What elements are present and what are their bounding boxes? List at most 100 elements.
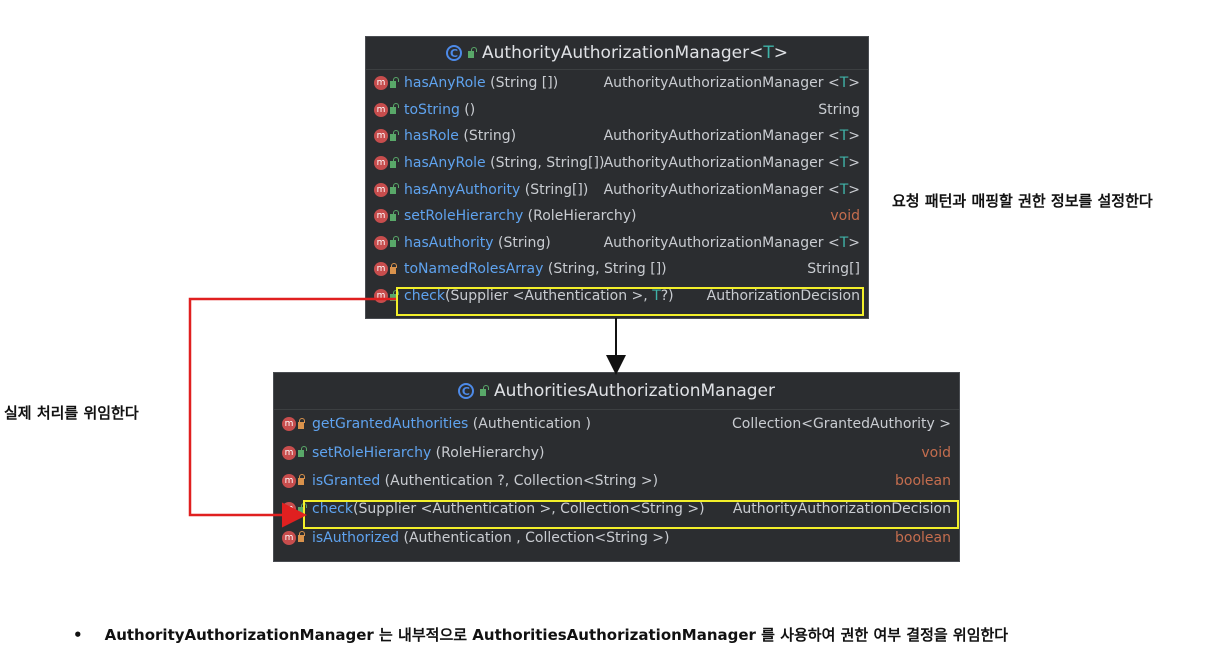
method-icon: m [374,289,388,304]
top-method-list: m hasAnyRole (String []) AuthorityAuthoriz… [366,70,868,283]
method-params: (String, String []) [543,261,667,278]
method-return: AuthorityAuthorizationDecision [732,501,951,518]
method-return: AuthorityAuthorizationManager <T> [603,155,860,172]
method-params: (String[]) [520,181,589,198]
method-name: getGrantedAuthorities [312,416,469,433]
method-name: hasRole [404,128,459,145]
public-lock-icon [390,183,399,195]
class-icon: C [446,45,463,61]
method-params: (Authentication , Collection<String >) [399,529,670,546]
method-icon: m [374,129,388,144]
left-note: 실제 처리를 위임한다 [4,404,139,422]
top-class-name: AuthorityAuthorizationManager [482,43,750,63]
public-lock-icon [390,76,399,88]
method-icon: m [374,156,388,171]
method-return: boolean [895,472,951,489]
bottom-class-panel: C AuthoritiesAuthorizationManager m getGr… [273,372,960,562]
method-return: AuthorityAuthorizationManager <T> [603,181,860,198]
top-method-row[interactable]: m toString () String [366,97,868,124]
method-params: (RoleHierarchy) [523,208,637,225]
public-lock-icon [468,46,478,58]
method-name: setRoleHierarchy [404,208,524,225]
method-icon: m [282,417,296,432]
bottom-class-name: AuthoritiesAuthorizationManager [493,381,776,401]
method-name: check [404,288,445,305]
method-params: (RoleHierarchy) [431,444,545,461]
method-icon: m [282,473,296,488]
bottom-summary-text: AuthorityAuthorizationManager 는 내부적으로 Au… [104,626,1009,644]
method-params-end: ?) [660,288,674,305]
bullet-icon: • [73,625,83,644]
public-lock-icon [479,384,489,396]
method-name: hasAnyAuthority [404,181,521,198]
public-lock-icon [298,446,307,458]
method-params: (Supplier <Authentication >, Collection<… [353,501,705,518]
method-name: toNamedRolesArray [404,261,544,278]
bottom-method-row[interactable]: m setRoleHierarchy (RoleHierarchy) void [274,438,959,466]
bottom-method-list: m getGrantedAuthorities (Authentication )… [274,410,959,552]
bottom-method-row[interactable]: m getGrantedAuthorities (Authentication )… [274,410,959,438]
public-lock-icon [390,236,399,248]
top-method-row[interactable]: m hasAnyAuthority (String[]) AuthorityAuth… [366,176,868,203]
method-name: hasAuthority [404,234,494,251]
bottom-method-row[interactable]: m isGranted (Authentication ?, Collection… [274,467,959,495]
method-params: (Supplier <Authentication >, [445,288,653,305]
method-icon: m [282,530,296,545]
private-lock-icon [298,474,305,486]
method-type-param: T [652,288,661,305]
method-return: Collection<GrantedAuthority > [731,416,951,433]
method-name: isAuthorized [312,529,400,546]
bottom-class-header: C AuthoritiesAuthorizationManager [274,373,959,410]
method-icon: m [374,209,388,224]
method-name: isGranted [312,472,381,489]
class-icon: C [457,383,474,399]
top-check-row[interactable]: m check(Supplier <Authentication >, T?) … [366,283,868,310]
method-return: AuthorityAuthorizationManager <T> [603,75,860,92]
method-params: (String) [458,128,517,145]
method-return: String [818,101,860,118]
private-lock-icon [298,531,305,543]
top-method-row[interactable]: m setRoleHierarchy (RoleHierarchy) void [366,203,868,230]
method-params: (String []) [485,75,559,92]
method-params: (String, String[]) [485,155,605,172]
method-params: (Authentication ?, Collection<String >) [380,472,659,489]
public-lock-icon [390,103,399,115]
method-return: String[] [807,261,860,278]
top-method-row[interactable]: m hasAnyRole (String []) AuthorityAuthoriz… [366,70,868,97]
bottom-method-row[interactable]: m isAuthorized (Authentication , Collecti… [274,524,959,552]
public-lock-icon [390,156,399,168]
method-params: () [459,101,476,118]
method-icon: m [374,182,388,197]
bottom-check-highlight [303,500,959,529]
method-name: toString [404,101,460,118]
method-return: boolean [895,529,951,546]
top-class-header: C AuthorityAuthorizationManager<T> [366,37,868,70]
top-class-panel: C AuthorityAuthorizationManager<T> m hasA… [365,36,869,319]
method-return: AuthorityAuthorizationManager <T> [603,128,860,145]
method-icon: m [282,502,296,517]
bottom-summary: • AuthorityAuthorizationManager 는 내부적으로 … [73,624,1008,645]
top-method-row[interactable]: m hasAnyRole (String, String[])AuthorityA… [366,150,868,177]
top-method-row[interactable]: m hasRole (String) AuthorityAuthorizationM… [366,123,868,150]
method-name: setRoleHierarchy [312,444,432,461]
public-lock-icon [390,209,399,221]
method-return: AuthorizationDecision [706,288,860,305]
method-params: (Authentication ) [468,416,591,433]
method-icon: m [374,102,388,117]
method-name: hasAnyRole [404,75,486,92]
method-icon: m [282,445,296,460]
top-class-generic: T [763,43,774,63]
right-note: 요청 패턴과 매핑할 권한 정보를 설정한다 [892,192,1153,210]
top-check-highlight [396,287,864,316]
top-method-row[interactable]: m toNamedRolesArray (String, String []) St… [366,256,868,283]
method-name: hasAnyRole [404,155,486,172]
private-lock-icon [390,262,397,274]
public-lock-icon [390,129,399,141]
private-lock-icon [298,417,305,429]
method-icon: m [374,76,388,91]
method-return: void [921,444,951,461]
method-icon: m [374,262,388,277]
method-icon: m [374,235,388,250]
method-return: void [830,208,860,225]
